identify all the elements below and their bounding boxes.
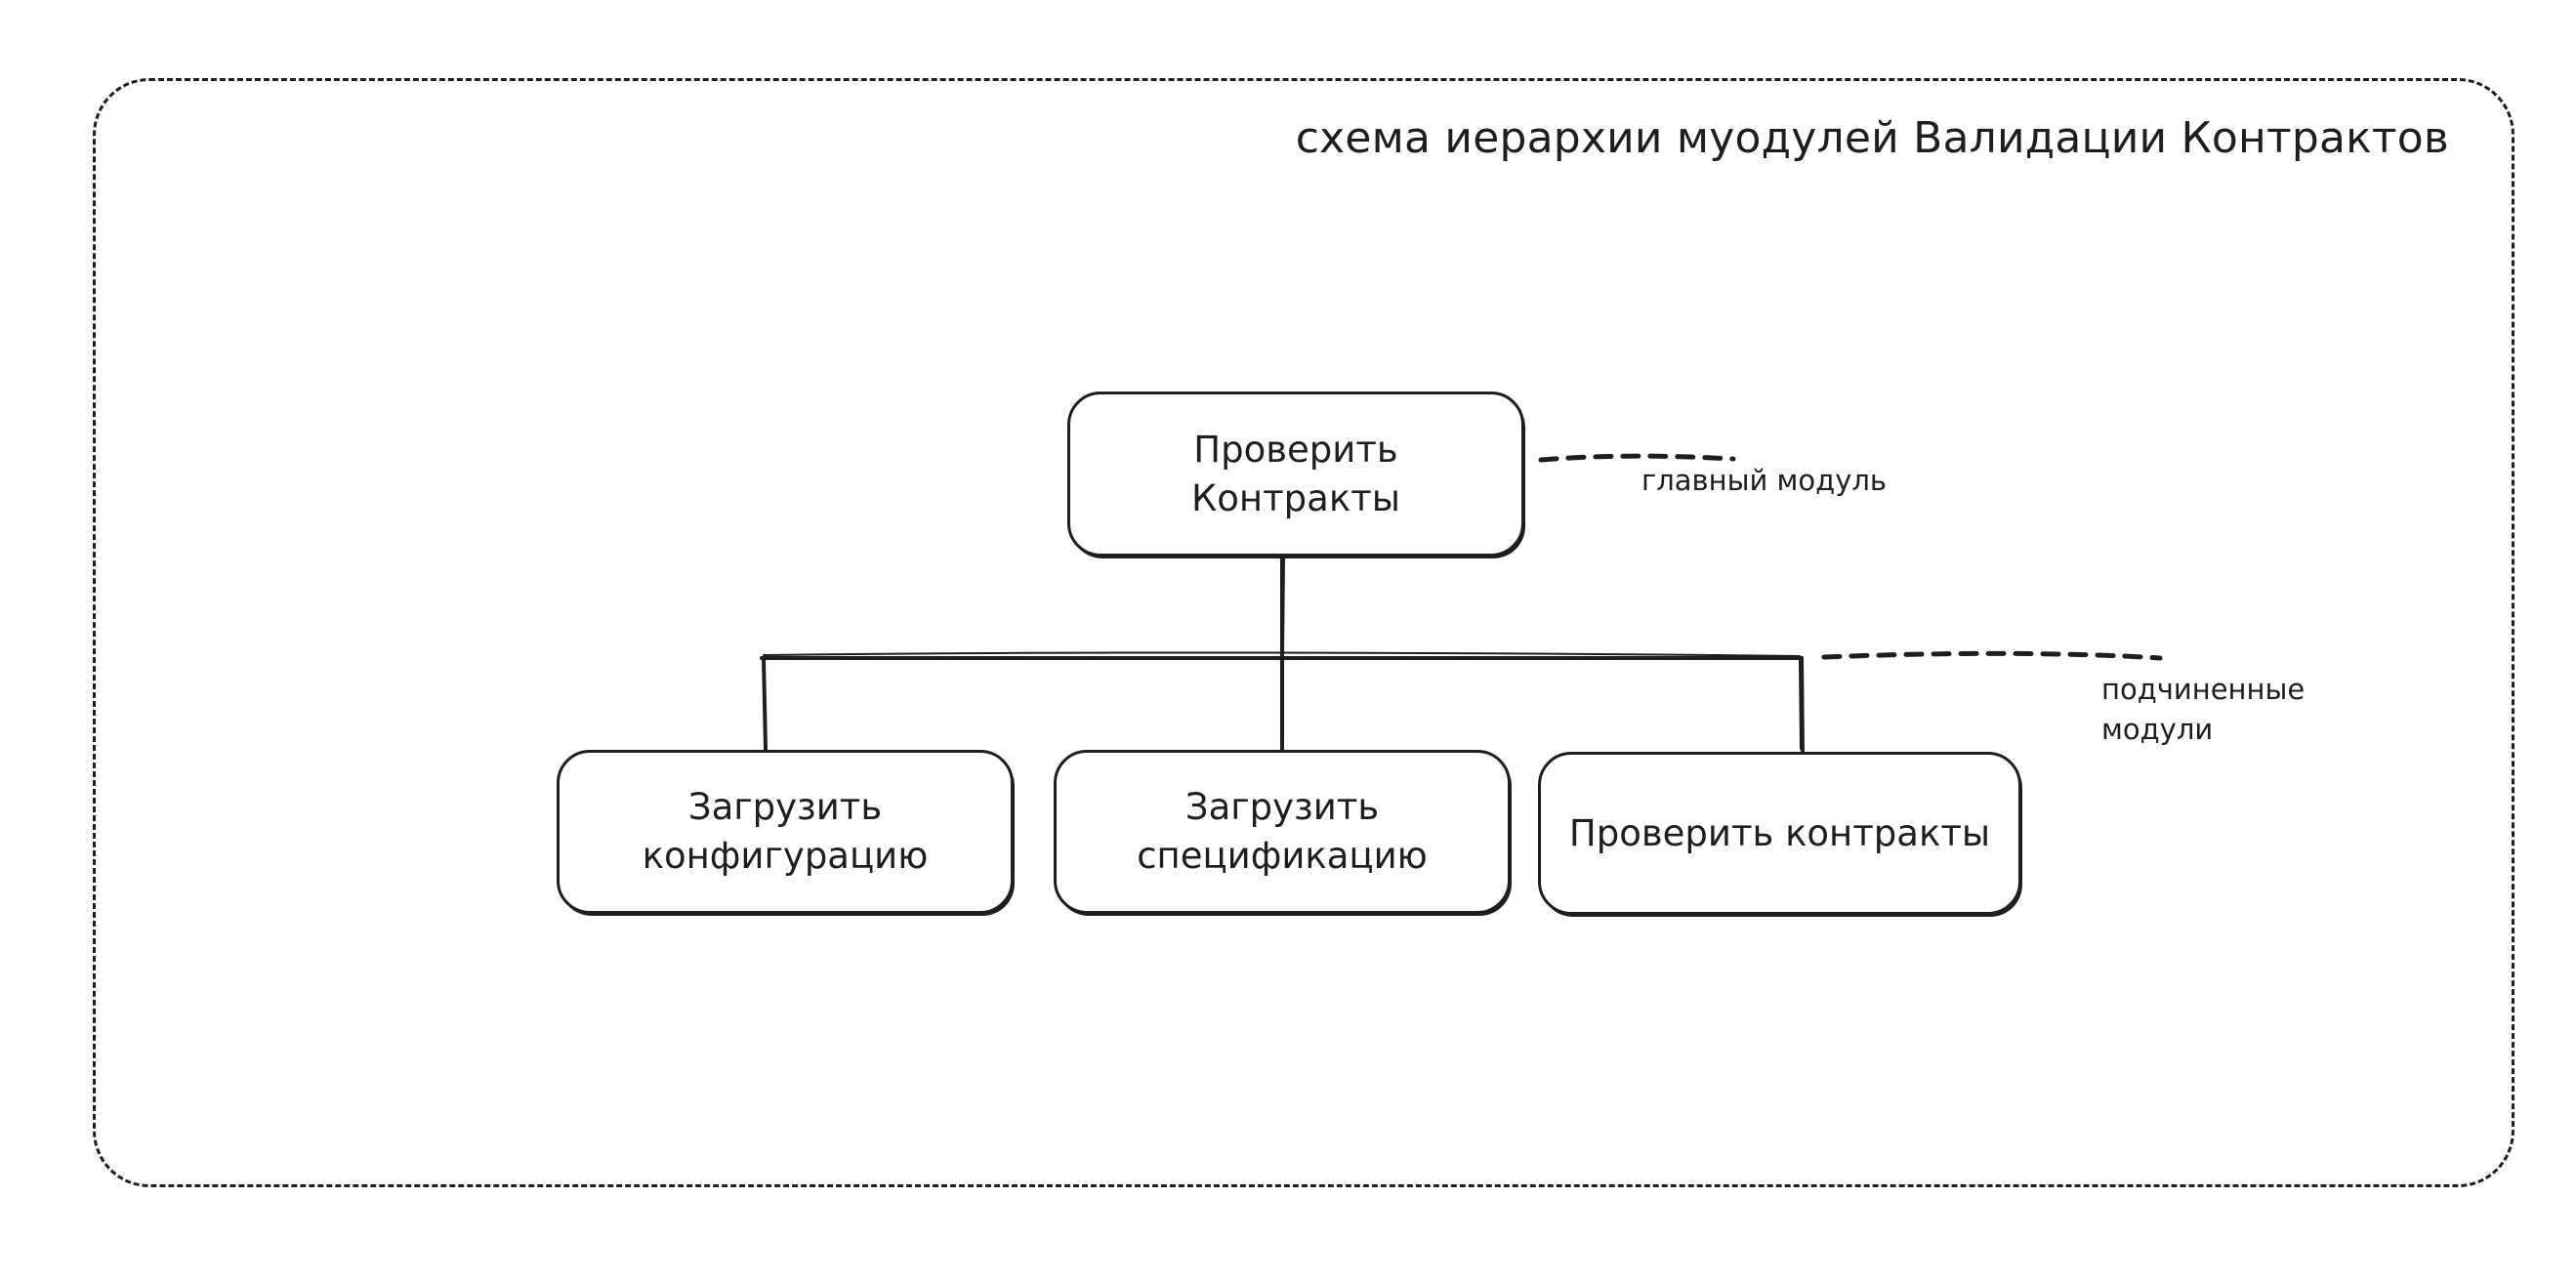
child-module-box-check: Проверить контракты	[1538, 752, 2021, 915]
diagram-title: схема иерархии муодулей Валидации Контра…	[1295, 113, 2449, 163]
root-module-label: Проверить Контракты	[1191, 428, 1400, 519]
annotation-sub-modules: подчиненные модули	[2101, 673, 2306, 746]
child-module-label: Проверить контракты	[1568, 811, 1991, 854]
connector-child-3	[1800, 656, 1805, 753]
child-module-label: Загрузить конфигурацию	[642, 786, 929, 877]
root-module-box: Проверить Контракты	[1067, 392, 1524, 557]
leader-main	[1538, 453, 1736, 463]
leader-sub	[1821, 650, 2163, 661]
child-module-box-config: Загрузить конфигурацию	[557, 750, 1014, 914]
connector-child-1	[762, 656, 768, 751]
annotation-main-module: главный модуль	[1641, 464, 1888, 497]
dashed-frame	[93, 78, 2514, 1187]
child-module-label: Загрузить спецификацию	[1137, 786, 1428, 877]
child-module-box-spec: Загрузить спецификацию	[1054, 750, 1511, 914]
